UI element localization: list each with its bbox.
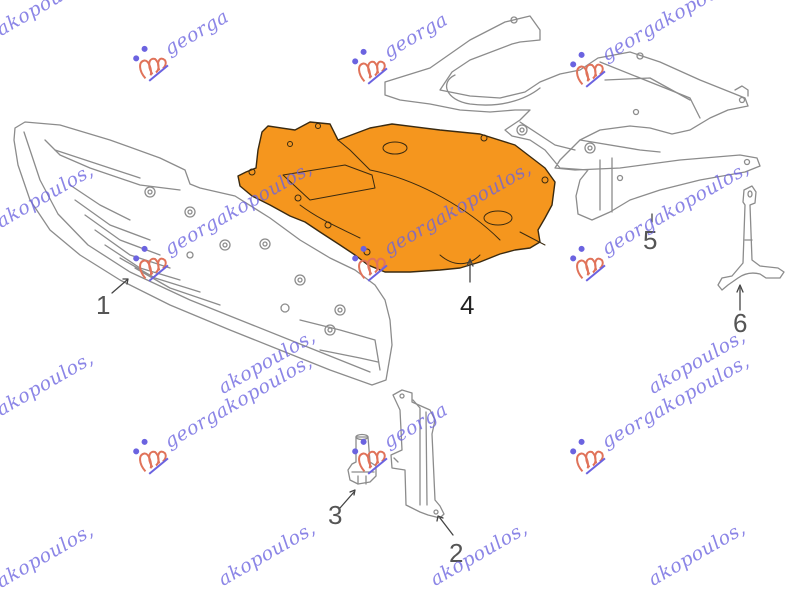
part-5-subframe-brace[interactable] (384, 15, 761, 221)
leader-lines (111, 213, 744, 536)
callout-5: 5 (643, 225, 658, 255)
callout-3: 3 (328, 500, 343, 530)
part-4-engine-undercover[interactable] (237, 121, 556, 273)
part-3-bolt[interactable] (347, 433, 377, 485)
callout-4: 4 (460, 290, 475, 320)
callout-1: 1 (96, 290, 111, 320)
parts-diagram-canvas (13, 15, 785, 536)
callout-6: 6 (733, 308, 748, 338)
callout-2: 2 (449, 538, 464, 568)
part-6-clamp-bracket[interactable] (717, 185, 785, 291)
part-2-mounting-bracket[interactable] (390, 389, 445, 519)
